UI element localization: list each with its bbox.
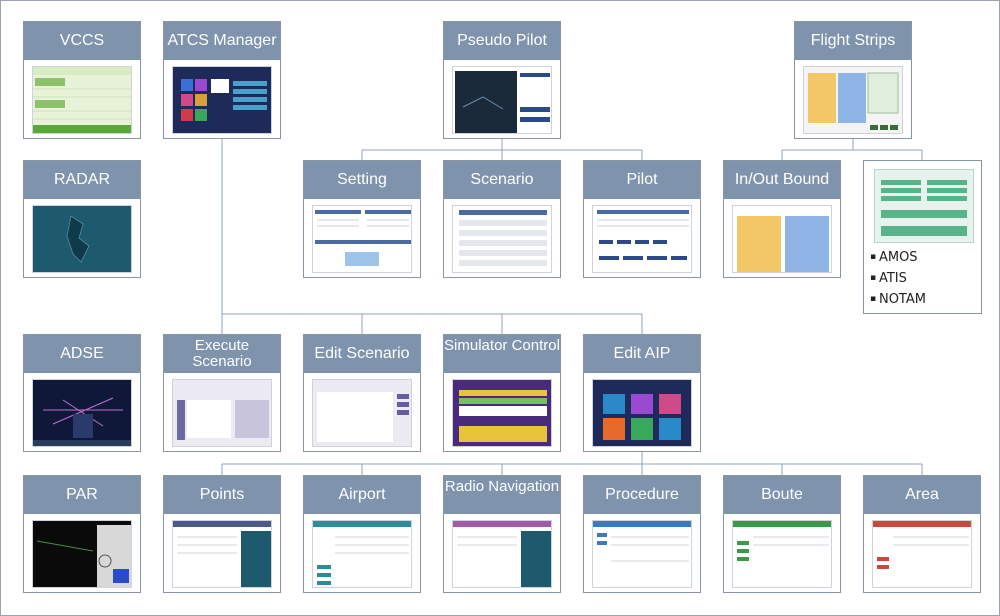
card-airport: Airport xyxy=(303,475,421,593)
card-simulator-control: Simulator Control xyxy=(443,334,561,452)
card-title: ADSE xyxy=(24,335,140,373)
card-title: Radio Navigation xyxy=(444,476,560,514)
airport-thumbnail xyxy=(312,520,412,588)
card-title: Procedure xyxy=(584,476,700,514)
card-title: Pilot xyxy=(584,161,700,199)
procedure-thumbnail xyxy=(592,520,692,588)
area-thumbnail xyxy=(872,520,972,588)
vccs-thumbnail xyxy=(32,66,132,134)
card-amos-atis-notam xyxy=(863,160,982,314)
points-thumbnail xyxy=(172,520,272,588)
card-vccs: VCCS xyxy=(23,21,141,139)
card-adse: ADSE xyxy=(23,334,141,452)
card-points: Points xyxy=(163,475,281,593)
card-par: PAR xyxy=(23,475,141,593)
card-boute: Boute xyxy=(723,475,841,593)
in-out-bound-thumbnail xyxy=(732,205,832,273)
card-area: Area xyxy=(863,475,981,593)
execute-scenario-thumbnail xyxy=(172,379,272,447)
card-flight-strips: Flight Strips xyxy=(794,21,912,139)
edit-aip-thumbnail xyxy=(592,379,692,447)
setting-thumbnail xyxy=(312,205,412,273)
feature-bullet-list: AMOS ATIS NOTAM xyxy=(870,248,926,311)
card-radar: RADAR xyxy=(23,160,141,278)
card-title: Scenario xyxy=(444,161,560,199)
pseudo-pilot-thumbnail xyxy=(452,66,552,134)
radar-thumbnail xyxy=(32,205,132,273)
card-edit-aip: Edit AIP xyxy=(583,334,701,452)
card-execute-scenario: Execute Scenario xyxy=(163,334,281,452)
card-title: Pseudo Pilot xyxy=(444,22,560,60)
card-pilot: Pilot xyxy=(583,160,701,278)
card-title: RADAR xyxy=(24,161,140,199)
flight-strips-thumbnail xyxy=(803,66,903,134)
card-title: Edit AIP xyxy=(584,335,700,373)
pilot-thumbnail xyxy=(592,205,692,273)
card-in-out-bound: In/Out Bound xyxy=(723,160,841,278)
card-edit-scenario: Edit Scenario xyxy=(303,334,421,452)
amos-atis-notam-thumbnail xyxy=(874,169,974,243)
edit-scenario-thumbnail xyxy=(312,379,412,447)
card-title: In/Out Bound xyxy=(724,161,840,199)
bullet-amos: AMOS xyxy=(870,248,926,269)
card-title: Area xyxy=(864,476,980,514)
card-setting: Setting xyxy=(303,160,421,278)
card-title: Execute Scenario xyxy=(164,335,280,373)
card-title: ATCS Manager xyxy=(164,22,280,60)
card-title: Flight Strips xyxy=(795,22,911,60)
atcs-manager-thumbnail xyxy=(172,66,272,134)
card-pseudo-pilot: Pseudo Pilot xyxy=(443,21,561,139)
bullet-atis: ATIS xyxy=(870,269,926,290)
boute-thumbnail xyxy=(732,520,832,588)
card-procedure: Procedure xyxy=(583,475,701,593)
card-title: Edit Scenario xyxy=(304,335,420,373)
simulator-control-thumbnail xyxy=(452,379,552,447)
bullet-notam: NOTAM xyxy=(870,290,926,311)
card-title: Points xyxy=(164,476,280,514)
card-title: VCCS xyxy=(24,22,140,60)
par-thumbnail xyxy=(32,520,132,588)
card-radio-navigation: Radio Navigation xyxy=(443,475,561,593)
card-title: Setting xyxy=(304,161,420,199)
card-title: Simulator Control xyxy=(444,335,560,373)
card-title: Airport xyxy=(304,476,420,514)
card-title: PAR xyxy=(24,476,140,514)
radio-navigation-thumbnail xyxy=(452,520,552,588)
scenario-thumbnail xyxy=(452,205,552,273)
card-scenario: Scenario xyxy=(443,160,561,278)
adse-thumbnail xyxy=(32,379,132,447)
card-atcs-manager: ATCS Manager xyxy=(163,21,281,139)
card-title: Boute xyxy=(724,476,840,514)
